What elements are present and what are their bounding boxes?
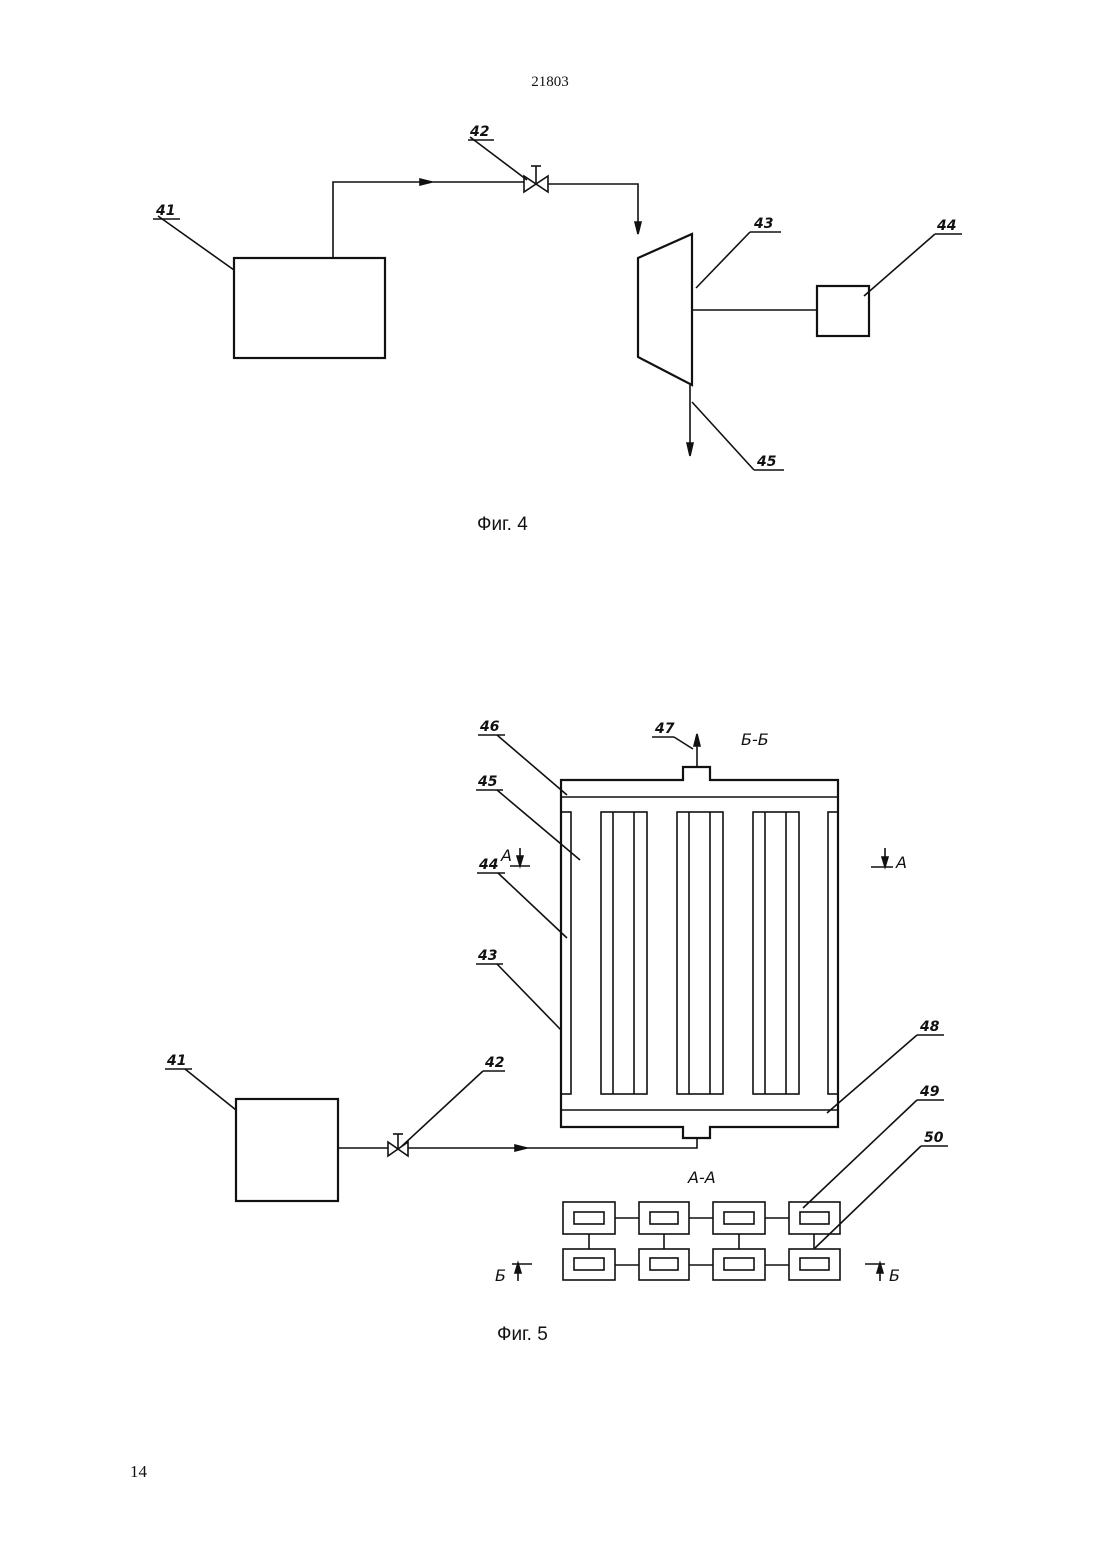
fig5-cut-b-left-label: Б xyxy=(495,1266,506,1285)
fig5-label-45: 45 xyxy=(477,774,498,790)
fig5-vessel-outline xyxy=(561,767,838,1138)
fig4-label-44: 44 xyxy=(936,218,956,234)
fig5-label-42: 42 xyxy=(484,1055,504,1071)
fig5-leader-43 xyxy=(497,964,561,1030)
fig5-plates xyxy=(561,812,838,1094)
fig4-leader-42 xyxy=(470,137,527,180)
fig4-caption: Фиг. 4 xyxy=(477,514,528,535)
page-number-bottom: 14 xyxy=(130,1462,147,1482)
fig4-leader-45 xyxy=(692,402,754,470)
fig5-outlet-arrow xyxy=(694,734,700,746)
fig5-label-48: 48 xyxy=(919,1019,940,1035)
fig4-flow-arrow xyxy=(420,179,432,185)
fig5-leader-42 xyxy=(402,1071,483,1146)
fig5-cut-a-right-label: А xyxy=(895,853,907,872)
fig5-plate-edge-right xyxy=(828,812,838,1094)
fig4-label-42: 42 xyxy=(469,124,489,140)
fig5-leader-49 xyxy=(803,1100,917,1208)
fig4-leader-44 xyxy=(864,234,935,296)
fig4-turbine-43 xyxy=(638,234,692,385)
fig4-source-box-41 xyxy=(234,258,385,358)
fig5-pipe-b xyxy=(408,1138,697,1148)
fig5-label-47: 47 xyxy=(654,721,675,737)
fig5-section-aa-title: А-А xyxy=(687,1168,716,1187)
fig4-valve-42 xyxy=(524,166,548,192)
fig5-cut-b-right-label: Б xyxy=(889,1266,900,1285)
fig5-valve-42 xyxy=(388,1134,408,1156)
fig4-exhaust-arrow xyxy=(687,443,693,456)
fig4-pipe-to-turbine xyxy=(548,184,638,232)
fig5-label-41: 41 xyxy=(166,1053,186,1069)
fig5-leader-48 xyxy=(827,1035,917,1113)
fig5-label-43: 43 xyxy=(477,948,497,964)
fig5-leader-41 xyxy=(185,1069,236,1110)
fig5-plate-2 xyxy=(677,812,723,1094)
fig5-caption: Фиг. 5 xyxy=(497,1324,548,1345)
fig5-label-44: 44 xyxy=(478,857,498,873)
fig4-flow-arrow-down xyxy=(635,222,641,234)
fig5-plate-edge-left xyxy=(561,812,571,1094)
fig5-leader-46 xyxy=(497,735,567,795)
fig5-section-aa xyxy=(563,1202,840,1280)
fig4-load-box-44 xyxy=(817,286,869,336)
fig5-label-49: 49 xyxy=(919,1084,940,1100)
fig5-leader-44 xyxy=(498,873,567,938)
fig5-plate-3 xyxy=(753,812,799,1094)
fig5-leader-50 xyxy=(815,1146,921,1248)
fig5-label-50: 50 xyxy=(924,1130,944,1146)
fig5-flow-arrow xyxy=(515,1145,527,1151)
fig5-plate-1 xyxy=(601,812,647,1094)
fig5-leader-47 xyxy=(674,737,693,749)
fig5-label-46: 46 xyxy=(479,719,500,735)
fig4-label-45: 45 xyxy=(756,454,777,470)
fig5-cut-a-left-label: А xyxy=(500,846,512,865)
fig4-leader-43 xyxy=(696,232,750,288)
fig4-leader-41 xyxy=(158,216,234,270)
figure-5: 46 45 44 43 41 42 47 48 49 50 Б-Б А-А А … xyxy=(165,719,948,1345)
fig5-section-bb-title: Б-Б xyxy=(741,730,769,749)
fig4-pipe-inlet xyxy=(333,182,524,258)
fig5-source-box-41 xyxy=(236,1099,338,1201)
figure-4: 41 42 43 44 45 Фиг. 4 xyxy=(153,124,962,535)
fig4-label-41: 41 xyxy=(155,203,175,219)
fig4-label-43: 43 xyxy=(753,216,773,232)
